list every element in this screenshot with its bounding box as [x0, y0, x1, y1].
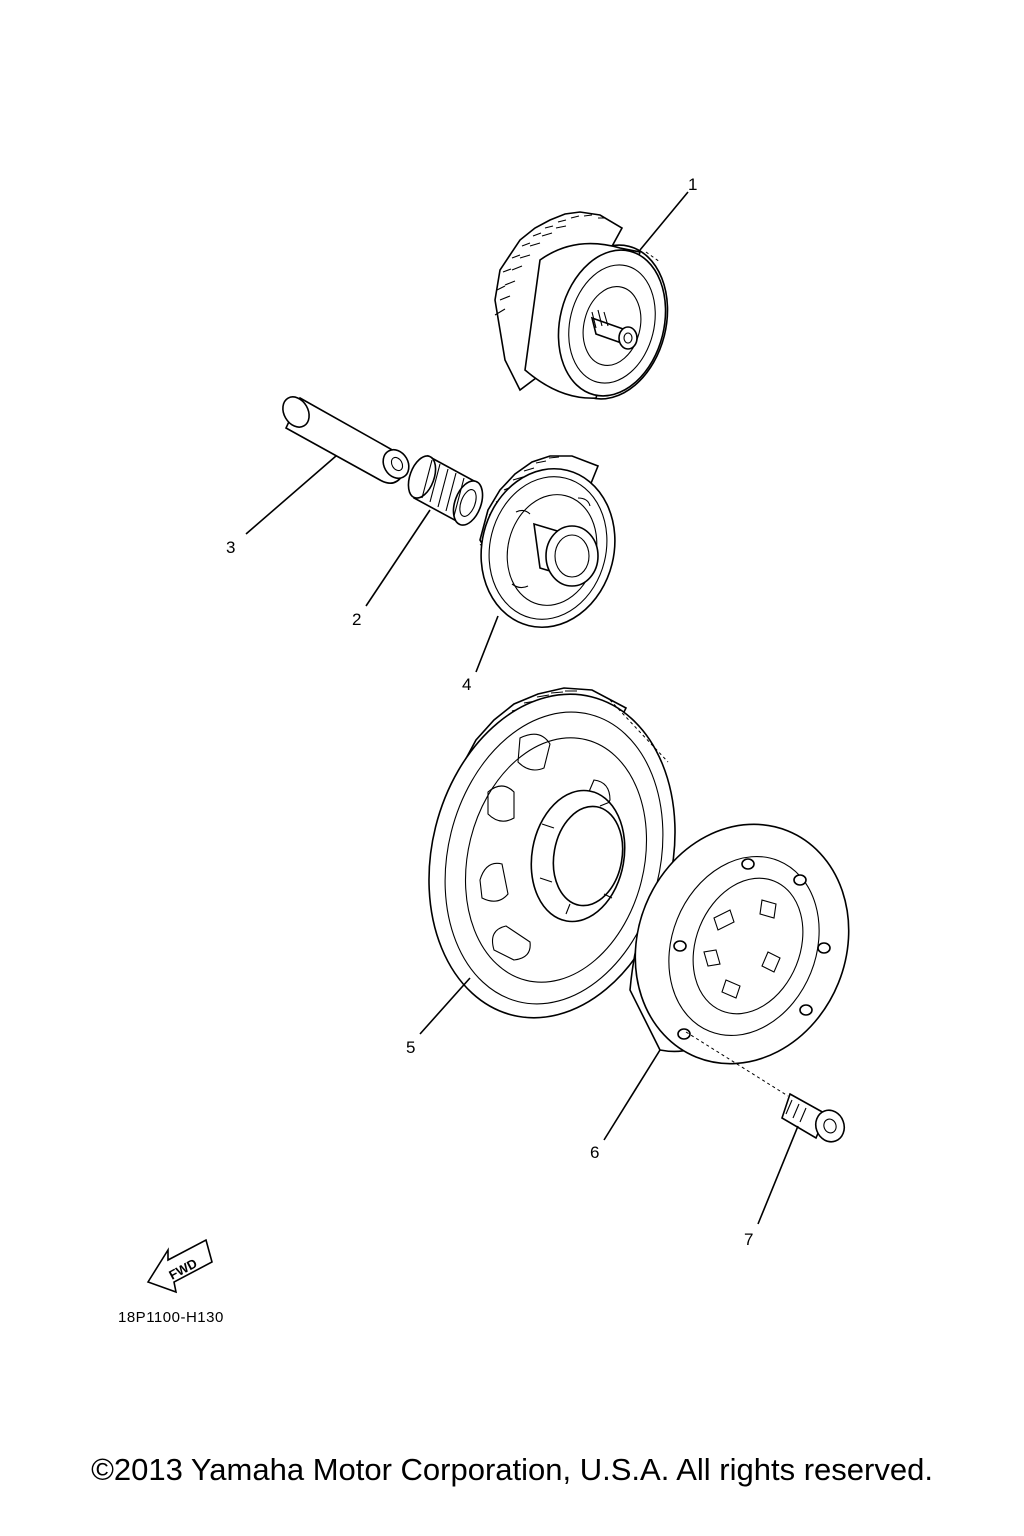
part-5-starter-wheel-gear[interactable] [396, 668, 708, 1044]
callout-5: 5 [406, 1038, 415, 1057]
copyright-notice: ©2013 Yamaha Motor Corporation, U.S.A. A… [91, 1452, 933, 1487]
callout-4: 4 [462, 675, 471, 694]
part-7-socket-bolt[interactable] [781, 1092, 849, 1146]
part-6-one-way-clutch[interactable] [600, 792, 884, 1096]
callout-3: 3 [226, 538, 235, 557]
callout-2: 2 [352, 610, 361, 629]
callout-6: 6 [590, 1143, 599, 1162]
leader-lines [245, 191, 799, 1225]
callout-7: 7 [744, 1230, 753, 1249]
fwd-arrow-icon: FWD [146, 1238, 213, 1294]
part-3-shaft-pin[interactable] [278, 392, 414, 484]
diagram-reference-code: 18P1100-H130 [118, 1309, 224, 1326]
part-2-needle-bearing[interactable] [403, 452, 488, 529]
part-4-idle-gear[interactable] [465, 454, 632, 641]
callout-1: 1 [688, 175, 697, 194]
part-1-idle-gear-assembly[interactable] [494, 211, 683, 411]
